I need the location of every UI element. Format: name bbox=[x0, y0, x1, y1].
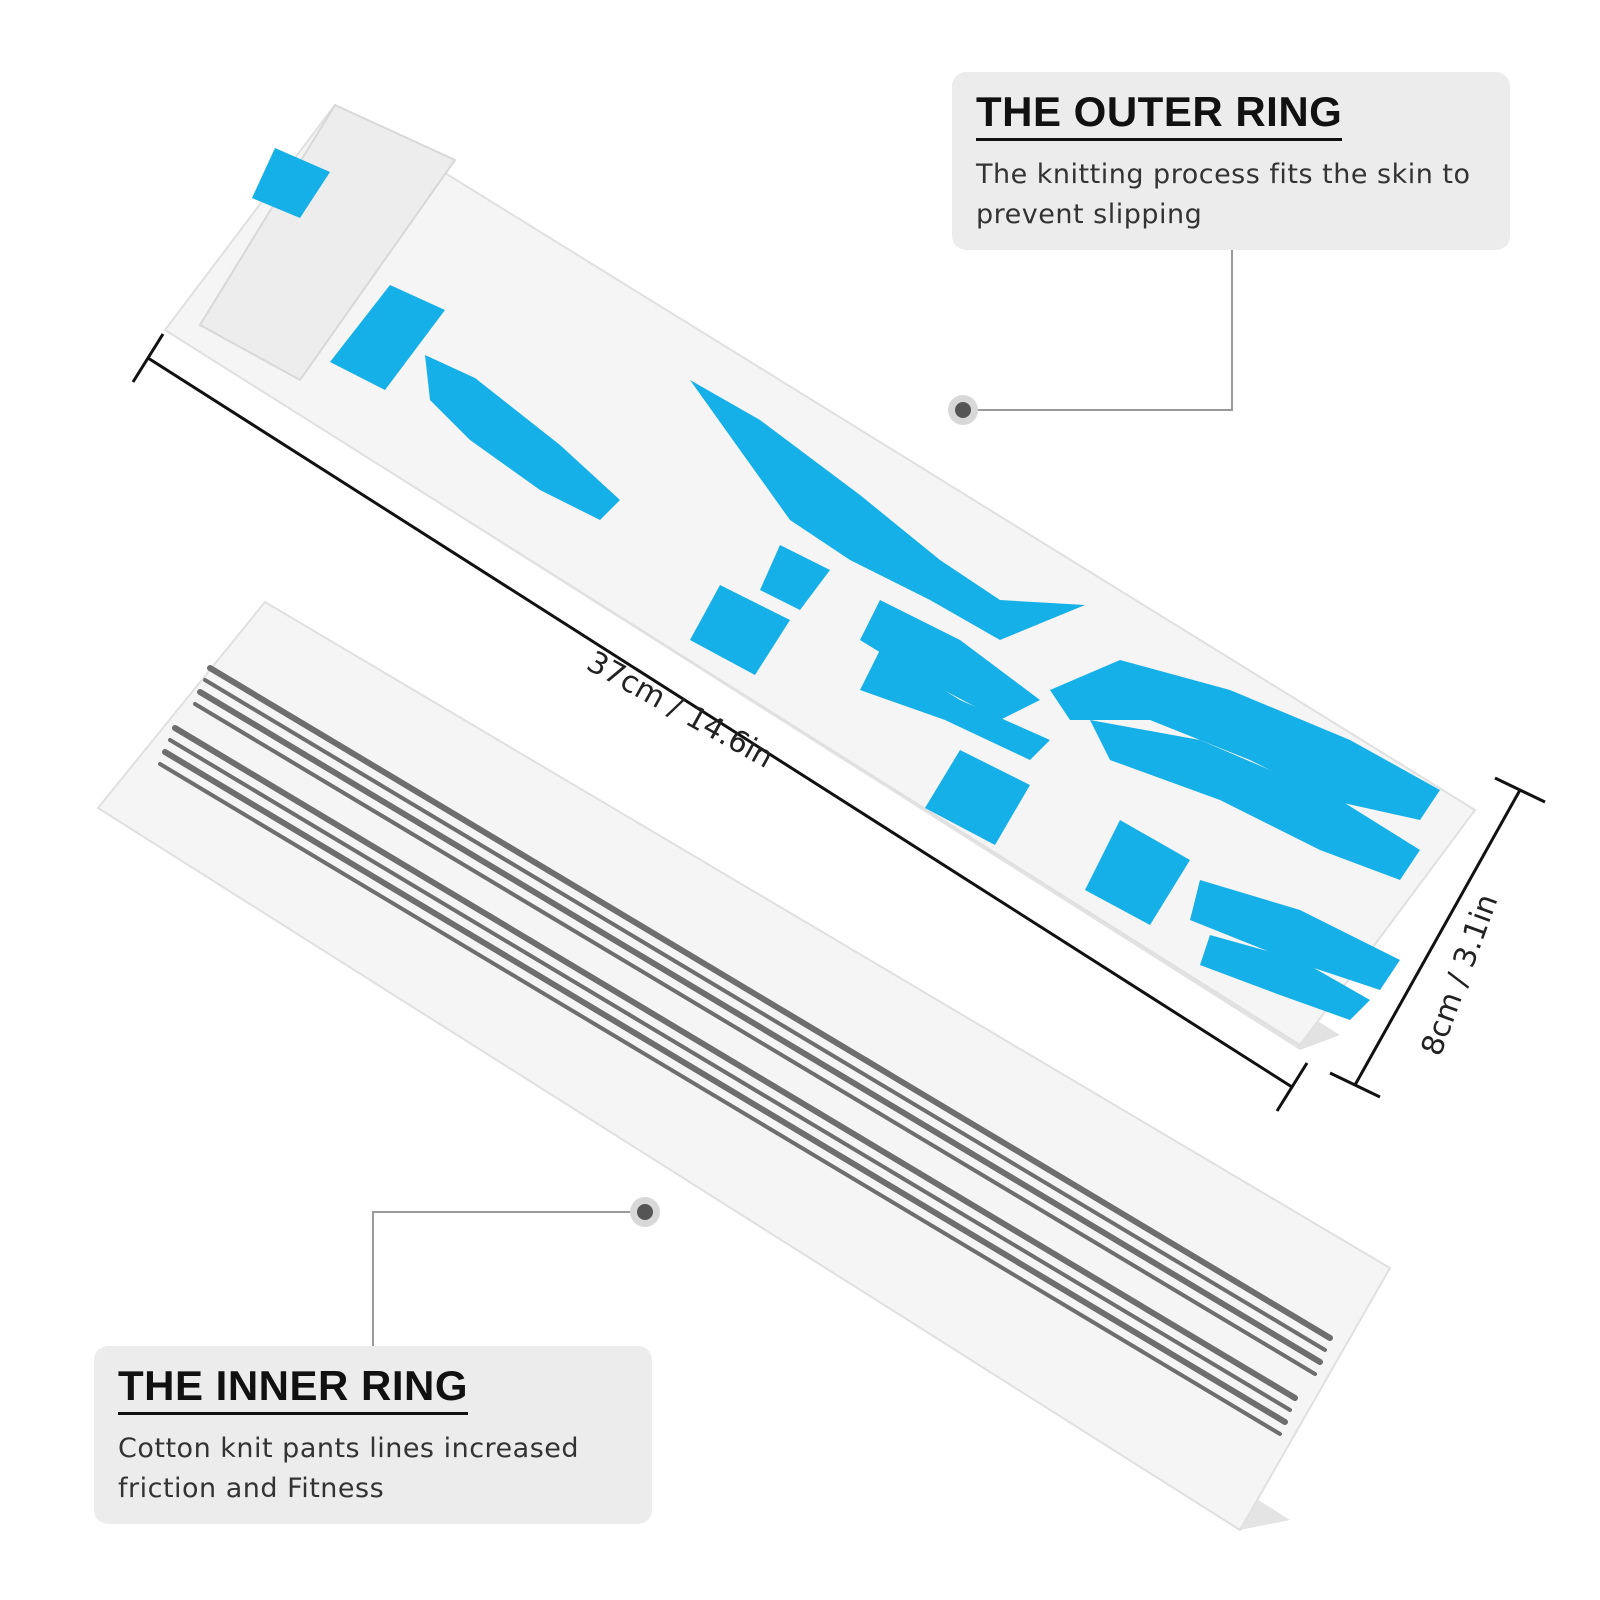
outer-ring-band bbox=[163, 103, 1477, 1050]
inner-ring-callout: THE INNER RING Cotton knit pants lines i… bbox=[94, 1346, 652, 1524]
inner-ring-description: Cotton knit pants lines increased fricti… bbox=[118, 1433, 580, 1504]
outer-ring-description: The knitting process fits the skin to pr… bbox=[976, 159, 1471, 230]
inner-ring-band bbox=[96, 600, 1392, 1532]
outer-callout-connector bbox=[948, 250, 1233, 425]
width-dimension-line bbox=[1329, 776, 1546, 1099]
inner-band-stripes bbox=[158, 665, 1333, 1436]
outer-ring-callout: THE OUTER RING The knitting process fits… bbox=[952, 72, 1510, 250]
outer-band-print bbox=[252, 148, 1440, 1020]
inner-callout-connector bbox=[372, 1197, 660, 1346]
length-dimension-line bbox=[131, 333, 1309, 1112]
inner-ring-title: THE INNER RING bbox=[118, 1362, 469, 1415]
outer-band-seam bbox=[198, 103, 457, 382]
outer-ring-title: THE OUTER RING bbox=[976, 88, 1343, 141]
